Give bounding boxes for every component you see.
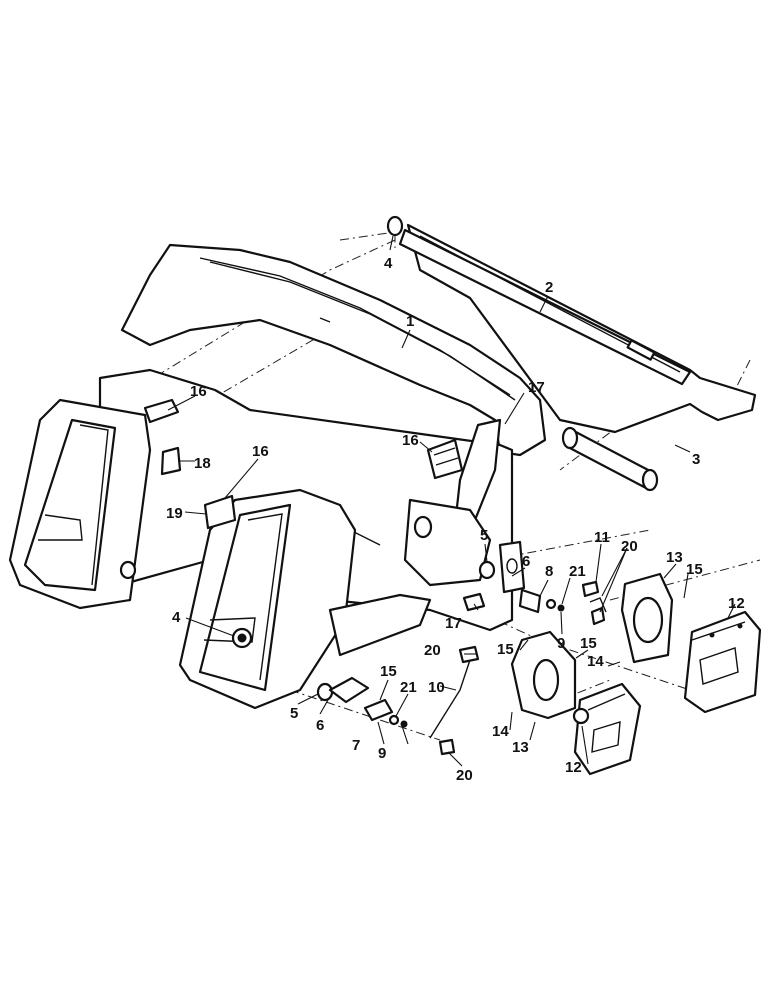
callout-5: 5 — [290, 705, 298, 722]
callout-17: 17 — [445, 615, 462, 632]
callout-1: 1 — [406, 313, 414, 330]
callout-13: 13 — [666, 549, 683, 566]
center-duct-housing — [178, 488, 432, 710]
callout-16: 16 — [402, 432, 419, 449]
callout-15: 15 — [380, 663, 397, 680]
callout-17: 17 — [528, 379, 545, 396]
right-shaft-assembly — [478, 540, 674, 720]
callout-15: 15 — [686, 561, 703, 578]
callout-16: 16 — [190, 383, 207, 400]
callout-11: 11 — [594, 529, 610, 546]
bushings — [231, 215, 404, 649]
callout-19: 19 — [166, 505, 183, 522]
roller-part — [561, 426, 659, 492]
callout-12: 12 — [728, 595, 745, 612]
callout-5: 5 — [480, 527, 488, 544]
end-covers — [572, 610, 762, 776]
callout-4: 4 — [384, 255, 393, 272]
callout-14: 14 — [587, 653, 604, 670]
callout-20: 20 — [424, 642, 441, 659]
rear-plate-part — [398, 223, 757, 434]
callout-21: 21 — [569, 563, 586, 580]
callout-12: 12 — [565, 759, 582, 776]
callout-21: 21 — [400, 679, 417, 696]
callout-15: 15 — [580, 635, 597, 652]
callout-7: 7 — [352, 737, 360, 754]
leader-lines — [167, 235, 736, 767]
rubber-pads — [143, 398, 464, 530]
callout-3: 3 — [692, 451, 700, 468]
callout-9: 9 — [557, 635, 565, 652]
callout-4: 4 — [172, 609, 181, 626]
callout-20: 20 — [621, 538, 638, 555]
callout-9: 9 — [378, 745, 386, 762]
left-duct-housing — [8, 398, 152, 610]
callout-2: 2 — [545, 279, 553, 296]
callout-6: 6 — [316, 717, 324, 734]
callout-20: 20 — [456, 767, 473, 784]
callout-13: 13 — [512, 739, 529, 756]
callout-labels: 1 2 3 4 4 5 5 6 6 7 8 9 9 10 11 12 12 13… — [166, 255, 745, 784]
callout-18: 18 — [194, 455, 211, 472]
upright-bracket-part — [403, 418, 502, 612]
callout-16: 16 — [252, 443, 269, 460]
callout-8: 8 — [545, 563, 553, 580]
callout-14: 14 — [492, 723, 509, 740]
callout-10: 10 — [428, 679, 445, 696]
left-lower-assembly — [316, 645, 480, 756]
callout-15: 15 — [497, 641, 514, 658]
callout-6: 6 — [522, 553, 530, 570]
